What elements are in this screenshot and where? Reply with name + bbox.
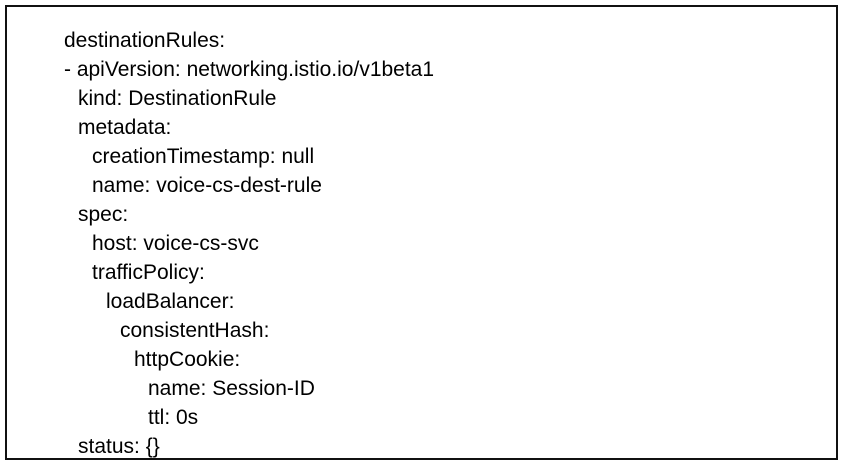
yaml-code-block: destinationRules: - apiVersion: networki… — [64, 26, 434, 461]
code-line: destinationRules: — [64, 29, 226, 52]
code-line: ttl: 0s — [148, 406, 199, 429]
code-line: status: {} — [78, 435, 160, 458]
code-line: httpCookie: — [134, 348, 241, 371]
code-line: loadBalancer: — [106, 290, 235, 313]
code-line: kind: DestinationRule — [78, 87, 277, 110]
code-line: creationTimestamp: null — [92, 145, 315, 168]
code-line: name: voice-cs-dest-rule — [92, 174, 322, 197]
code-line: host: voice-cs-svc — [92, 232, 259, 255]
code-line: consistentHash: — [120, 319, 270, 342]
code-line: trafficPolicy: — [92, 261, 205, 284]
document-frame: destinationRules: - apiVersion: networki… — [5, 5, 838, 460]
code-line: name: Session-ID — [148, 377, 315, 400]
code-line: spec: — [78, 203, 129, 226]
code-line: metadata: — [78, 116, 172, 139]
code-line: - apiVersion: networking.istio.io/v1beta… — [64, 58, 435, 81]
